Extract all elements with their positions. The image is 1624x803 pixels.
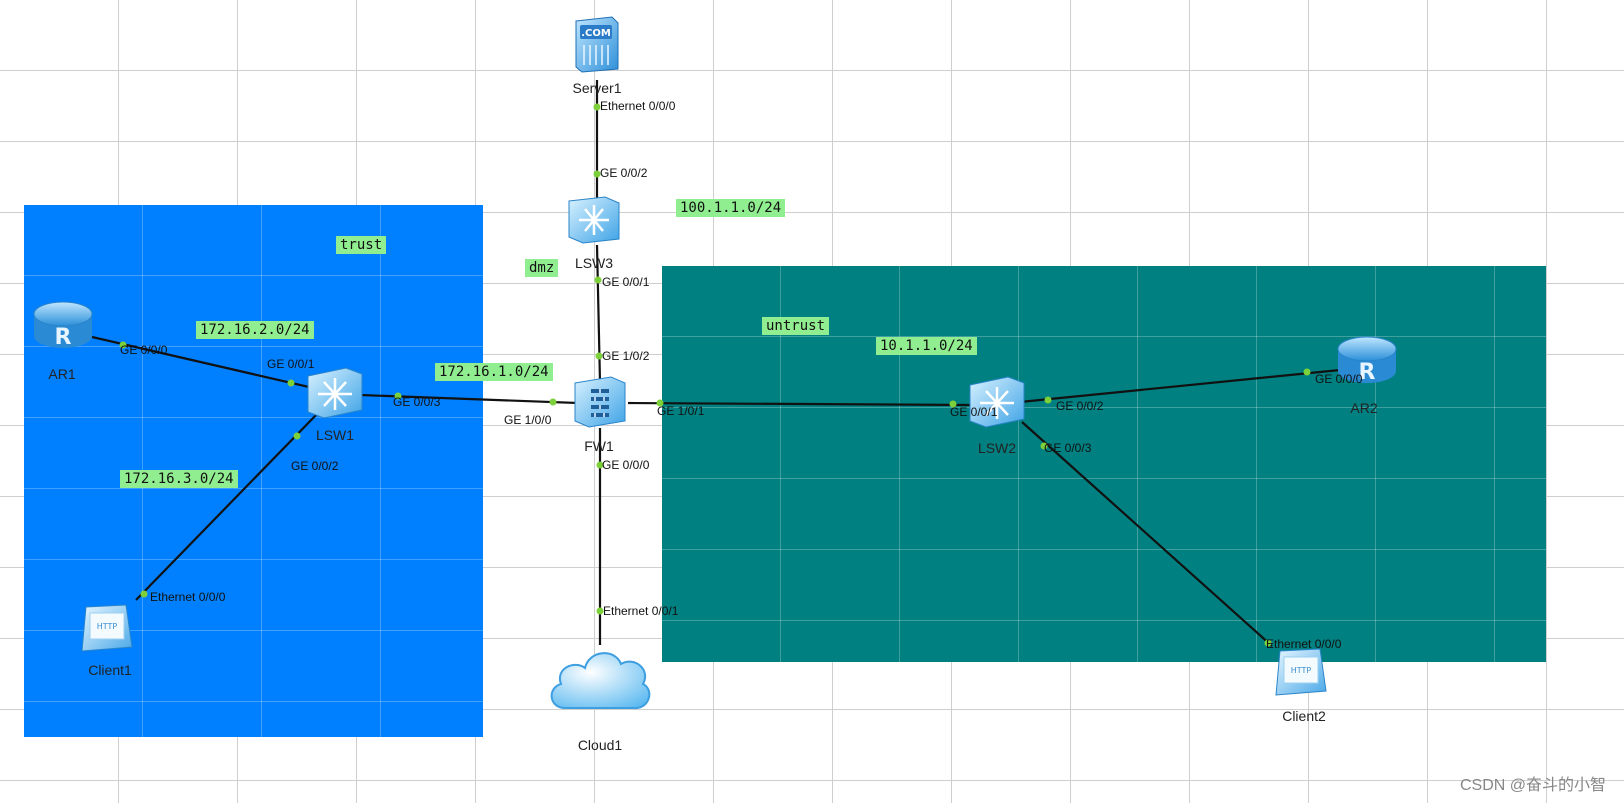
port-label: GE 0/0/2 xyxy=(291,459,339,473)
link-lsw2-ar2[interactable] xyxy=(1019,368,1341,404)
port-label: GE 0/0/2 xyxy=(600,166,648,180)
subnet-label: 10.1.1.0/24 xyxy=(876,337,977,355)
port-label: GE 0/0/0 xyxy=(602,458,650,472)
router-icon[interactable]: R xyxy=(32,300,94,352)
port-label: GE 0/0/1 xyxy=(267,357,315,371)
switch-icon[interactable] xyxy=(306,366,364,420)
port-dot xyxy=(293,432,301,440)
port-label: GE 0/0/0 xyxy=(1315,372,1363,386)
port-dot xyxy=(549,398,557,406)
port-dot xyxy=(656,399,664,407)
port-dot xyxy=(596,607,604,615)
svg-text:.COM: .COM xyxy=(581,28,611,39)
port-dot xyxy=(1303,368,1311,376)
zone-label-trust: trust xyxy=(336,236,387,254)
http-client-icon[interactable]: HTTP xyxy=(1272,647,1330,697)
subnet-label: 172.16.3.0/24 xyxy=(120,470,238,488)
port-dot xyxy=(394,392,402,400)
port-dot xyxy=(1264,639,1272,647)
firewall-icon[interactable] xyxy=(573,375,627,429)
subnet-label: 172.16.1.0/24 xyxy=(435,363,553,381)
port-label: Ethernet 0/0/0 xyxy=(150,590,226,604)
svg-text:HTTP: HTTP xyxy=(97,622,118,631)
svg-text:HTTP: HTTP xyxy=(1291,666,1312,675)
port-label: GE 0/0/2 xyxy=(1056,399,1104,413)
port-dot xyxy=(287,379,295,387)
device-label-cloud1: Cloud1 xyxy=(577,737,623,753)
link-lsw2-client2[interactable] xyxy=(1021,421,1273,647)
watermark: CSDN @奋斗的小智 xyxy=(1459,777,1606,794)
svg-text:R: R xyxy=(1359,360,1376,385)
port-dot xyxy=(595,352,603,360)
link-fw1-lsw2[interactable] xyxy=(627,401,971,407)
device-label-ar2: AR2 xyxy=(1350,400,1378,416)
device-label-lsw1: LSW1 xyxy=(315,427,355,443)
link-lsw1-client1[interactable] xyxy=(135,412,319,601)
port-label: Ethernet 0/0/0 xyxy=(1266,637,1342,651)
device-label-server1: Server1 xyxy=(572,80,622,96)
device-label-client2: Client2 xyxy=(1282,708,1326,724)
port-dot xyxy=(949,400,957,408)
cloud-icon[interactable] xyxy=(545,638,653,720)
subnet-label: 172.16.2.0/24 xyxy=(196,321,314,339)
device-label-client1: Client1 xyxy=(88,662,132,678)
svg-text:R: R xyxy=(55,325,72,350)
port-dot xyxy=(593,170,601,178)
zone-label-dmz: dmz xyxy=(525,259,559,277)
switch-icon[interactable] xyxy=(968,375,1026,429)
port-label: Ethernet 0/0/0 xyxy=(600,99,676,113)
port-label: GE 1/0/0 xyxy=(504,413,552,427)
device-label-fw1: FW1 xyxy=(584,438,614,454)
port-label: GE 0/0/3 xyxy=(393,395,441,409)
port-dot xyxy=(1040,442,1048,450)
device-label-lsw2: LSW2 xyxy=(977,440,1017,456)
subnet-label: 100.1.1.0/24 xyxy=(676,199,786,217)
router-icon[interactable]: R xyxy=(1336,335,1398,387)
port-dot xyxy=(1044,396,1052,404)
port-dot xyxy=(596,461,604,469)
port-label: GE 1/0/2 xyxy=(602,349,650,363)
port-label: Ethernet 0/0/1 xyxy=(603,604,679,618)
port-label: GE 0/0/1 xyxy=(950,405,998,419)
port-dot xyxy=(140,590,148,598)
switch-icon[interactable] xyxy=(567,195,621,245)
port-dot xyxy=(119,341,127,349)
http-client-icon[interactable]: HTTP xyxy=(78,603,136,653)
zone-label-untrust: untrust xyxy=(762,317,830,335)
port-label: GE 0/0/0 xyxy=(120,343,168,357)
port-dot xyxy=(594,276,602,284)
link-ar1-lsw1[interactable] xyxy=(91,335,323,392)
port-label: GE 1/0/1 xyxy=(657,404,705,418)
device-label-lsw3: LSW3 xyxy=(574,255,614,271)
port-label: GE 0/0/3 xyxy=(1044,441,1092,455)
port-dot xyxy=(593,103,601,111)
port-label: GE 0/0/1 xyxy=(602,275,650,289)
device-label-ar1: AR1 xyxy=(48,366,76,382)
server-icon[interactable]: .COM xyxy=(572,15,620,73)
